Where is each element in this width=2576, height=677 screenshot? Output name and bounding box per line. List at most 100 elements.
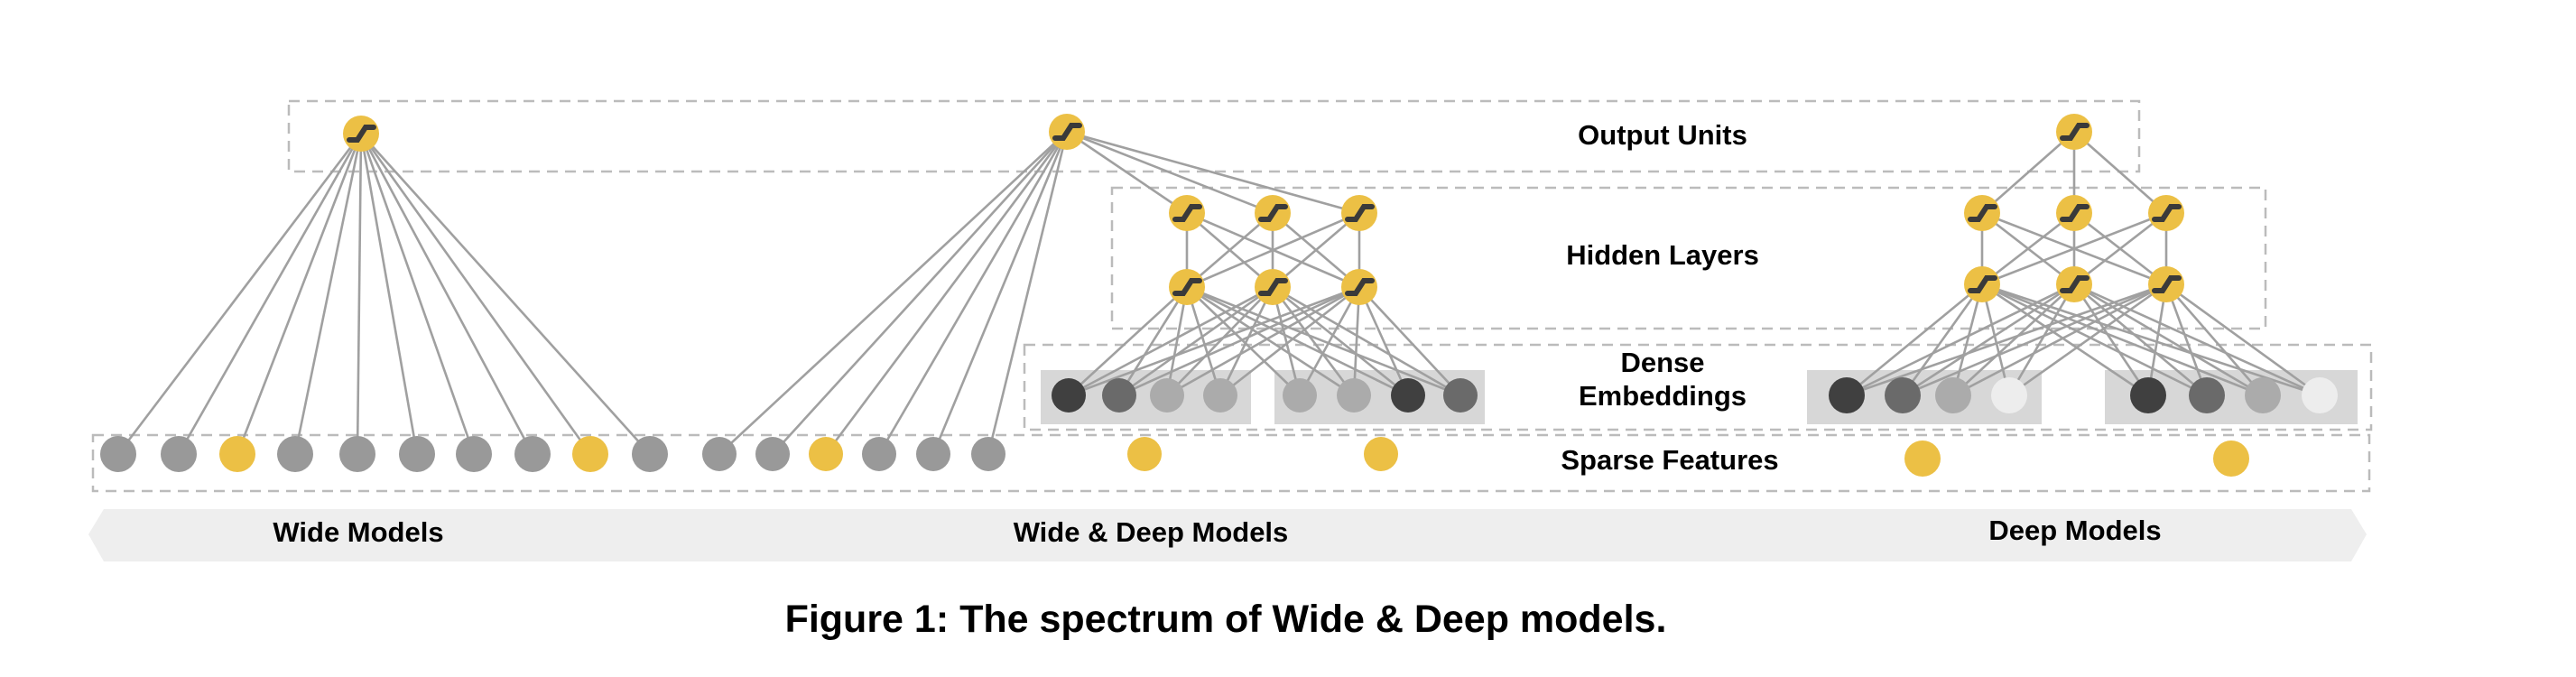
wide-sparse-feature — [632, 436, 668, 472]
deep-output-unit — [2056, 114, 2092, 150]
network-edges — [116, 130, 2321, 455]
wide-edge — [116, 133, 363, 455]
wide-deep-hidden-unit — [1255, 269, 1291, 305]
wide-deep-sparse-feature — [809, 437, 843, 471]
wide-sparse-feature — [514, 436, 551, 472]
wide-edge — [236, 133, 363, 455]
wide-deep-embedding-unit — [1391, 378, 1425, 413]
wide-deep-hidden-edge — [1186, 212, 1274, 288]
wide-deep-embedding-unit — [1443, 378, 1478, 413]
wide-output-unit — [343, 116, 379, 152]
wide-deep-sparse-feature — [862, 437, 896, 471]
deep-embed-edge — [2007, 283, 2076, 396]
deep-embed-edge — [1981, 283, 2149, 397]
deep-embed-edge — [1902, 283, 2167, 397]
wide-deep-embed-edge — [1166, 286, 1274, 396]
wide-deep-embed-edge — [1166, 285, 1360, 397]
deep-hidden-unit — [1964, 266, 2000, 302]
output-units-box — [287, 99, 2141, 173]
wide-deep-embed-edge — [1068, 286, 1188, 396]
wide-deep-embedding-unit — [1203, 378, 1237, 413]
wide-deep-embed-edge — [1068, 285, 1274, 397]
deep-sparse-feature — [1904, 441, 1941, 477]
wide-deep-hidden-unit — [1255, 195, 1291, 231]
wide-deep-embed-edge — [1118, 285, 1274, 397]
activation-icon — [1172, 278, 1202, 296]
wide-sparse-feature — [277, 436, 313, 472]
deep-hidden-edge — [1981, 211, 2075, 286]
wide-deep-wide-edge — [987, 131, 1069, 455]
deep-models-label: Deep Models — [1988, 515, 2161, 546]
deep-hidden-unit — [2148, 195, 2184, 231]
wide-deep-embedding-unit — [1150, 378, 1184, 413]
wide-deep-embed-edge — [1118, 285, 1360, 397]
wide-deep-embed-edge — [1357, 286, 1410, 396]
wide-deep-embed-edge — [1186, 286, 1301, 396]
hidden-layers-label: Hidden Layers — [1566, 239, 1759, 271]
wide-deep-output-edge — [1066, 130, 1360, 215]
wide-sparse-feature — [399, 436, 435, 472]
deep-embed-edge — [2008, 283, 2167, 397]
deep-embed-edge — [2165, 283, 2264, 396]
wide-deep-output-edge — [1066, 130, 1188, 215]
wide-deep-wide-edge — [931, 131, 1069, 455]
activation-icon — [347, 125, 376, 143]
wide-deep-hidden-unit — [1341, 195, 1377, 231]
hidden-layers-box — [1110, 186, 2267, 330]
wide-deep-hidden-unit — [1169, 195, 1205, 231]
deep-embed-edge — [1981, 283, 2208, 397]
deep-hidden-edge — [1981, 211, 2167, 286]
activation-icon — [2060, 123, 2090, 141]
activation-icon — [1968, 275, 1997, 293]
deep-sparse-feature — [2213, 441, 2249, 477]
activation-icon — [2060, 204, 2090, 222]
deep-embed-edge — [2164, 283, 2209, 396]
deep-embedding-unit — [1991, 377, 2027, 413]
activation-icon — [1345, 278, 1375, 296]
deep-embedding-unit — [2130, 377, 2166, 413]
wide-deep-hidden-edge — [1186, 211, 1360, 289]
wide-edge — [359, 133, 419, 455]
dense-embeddings-label-line2: Embeddings — [1579, 380, 1747, 412]
wide-deep-models-label: Wide & Deep Models — [1014, 516, 1289, 548]
wide-deep-wide-edge — [718, 131, 1068, 455]
wide-deep-embed-edge — [1068, 285, 1360, 397]
wide-deep-embed-edge — [1358, 286, 1461, 396]
wide-deep-embedding-unit — [1102, 378, 1136, 413]
wide-deep-wide-edge — [772, 131, 1068, 455]
network-nodes — [100, 114, 2338, 477]
deep-embed-edge — [1980, 283, 2011, 396]
wide-deep-embed-edge — [1117, 286, 1189, 396]
activation-icon — [2152, 275, 2182, 293]
wide-deep-hidden-edge — [1272, 212, 1360, 288]
output-units-label: Output Units — [1578, 119, 1747, 151]
wide-deep-embed-edge — [1185, 286, 1222, 396]
activation-icon — [1968, 204, 1997, 222]
wide-deep-embed-edge — [1272, 285, 1409, 397]
activation-icon — [1258, 204, 1288, 222]
wide-sparse-feature — [572, 436, 608, 472]
deep-embed-edge — [1902, 283, 2075, 397]
deep-hidden-unit — [2056, 266, 2092, 302]
wide-sparse-feature — [456, 436, 492, 472]
model-spectrum-band — [88, 509, 2367, 561]
sparse-features-box — [91, 433, 2371, 493]
dense-embeddings-box — [1023, 343, 2373, 431]
deep-embed-edge — [2146, 283, 2168, 396]
activation-icon — [1258, 278, 1288, 296]
deep-embedding-unit — [1829, 377, 1865, 413]
dense-embeddings-label-line1: Dense — [1620, 347, 1704, 378]
deep-embed-edge — [1952, 283, 2167, 397]
deep-hidden-unit — [2056, 195, 2092, 231]
wide-deep-embed-edge — [1219, 286, 1274, 396]
wide-deep-embed-edge — [1186, 285, 1461, 397]
wide-deep-embed-edge — [1186, 285, 1409, 397]
deep-embedding-unit — [2245, 377, 2281, 413]
wide-deep-sparse-feature — [1364, 437, 1398, 471]
wide-edge — [293, 133, 363, 455]
wide-deep-wide-edge — [824, 131, 1069, 455]
deep-embed-edge — [1952, 283, 2075, 396]
deep-embed-edge — [1981, 283, 2264, 397]
deep-embed-edge — [1846, 283, 2075, 397]
